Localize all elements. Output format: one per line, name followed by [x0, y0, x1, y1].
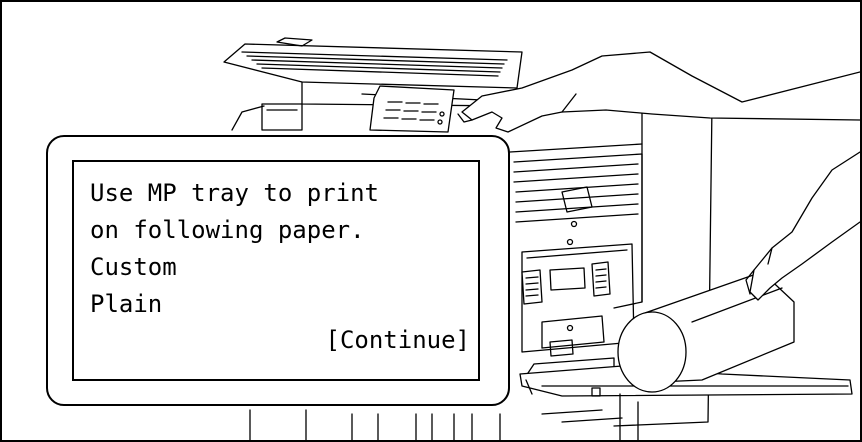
message-line-1: Use MP tray to print	[90, 178, 379, 208]
paper-size-value: Custom	[90, 252, 177, 282]
panel-message-display: Use MP tray to print on following paper.…	[72, 160, 480, 381]
paper-type-value: Plain	[90, 289, 162, 319]
hand-holding-paper	[746, 152, 860, 300]
message-callout: Use MP tray to print on following paper.…	[46, 135, 510, 406]
message-line-2: on following paper.	[90, 215, 365, 245]
operation-panel	[370, 86, 454, 132]
continue-button[interactable]: [Continue]	[326, 325, 471, 355]
